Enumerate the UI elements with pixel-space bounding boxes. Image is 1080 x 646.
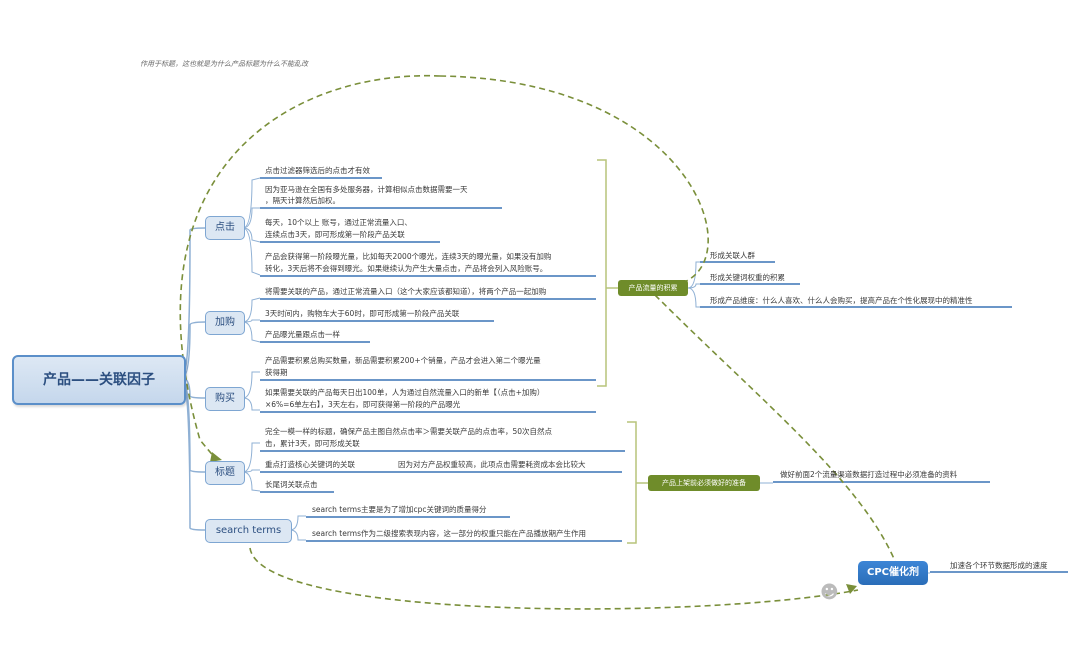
relation-accumulation-cpc <box>654 294 896 562</box>
accumulation-item: 形成产品维度：什么人喜欢、什么人会购买，提高产品在个性化展现中的精准性 <box>710 296 973 305</box>
click-item: 产品会获得第一阶段曝光量，比如每天2000个曝光，连续3天的曝光量，如果没有加购 <box>265 252 552 261</box>
click-item: 连续点击3天，即可形成第一阶段产品关联 <box>265 230 405 239</box>
accumulation-item: 形成关键词权重的积累 <box>710 273 785 282</box>
title-item: 因为对方产品权重较高，此项点击需要耗资成本会比较大 <box>398 460 586 469</box>
title-item: 长尾词关联点击 <box>265 480 318 489</box>
click-item: 点击过滤器筛选后的点击才有效 <box>265 166 370 175</box>
category-title[interactable]: 标题 <box>205 461 245 485</box>
node-traffic-accumulation[interactable]: 产品流量的积累 <box>618 280 688 296</box>
title-item: 完全一模一样的标题，确保产品主图自然点击率＞需要关联产品的点击率，50次自然点 <box>265 427 553 436</box>
click-item: ，隔天计算然后加权。 <box>265 196 340 205</box>
root-node[interactable]: 产品——关联因子 <box>12 355 186 405</box>
node-pre-launch-prep[interactable]: 产品上架前必须做好的准备 <box>648 475 760 491</box>
purchase-item: 获得期 <box>265 368 288 377</box>
category-cart[interactable]: 加购 <box>205 311 245 335</box>
purchase-item: 产品需要积累总购买数量，新品需要积累200+个销量，产品才会进入第二个曝光量 <box>265 356 541 365</box>
relation-search-cpc <box>249 547 859 610</box>
accumulation-item: 形成关联人群 <box>710 251 755 260</box>
search-item: search terms作为二级搜索表现内容，这一部分的权重只能在产品播放期产生… <box>312 529 587 538</box>
click-item: 因为亚马逊在全国有多处服务器，计算相似点击数据需要一天 <box>265 185 468 194</box>
click-item: 每天，10个以上 账号，通过正常流量入口、 <box>265 218 412 227</box>
purchase-item: 如果需要关联的产品每天日出100单，人为通过自然流量入口的新单【（点击+加购） <box>265 388 545 397</box>
search-item: search terms主要是为了增加cpc关键词的质量得分 <box>312 505 487 514</box>
category-click[interactable]: 点击 <box>205 216 245 240</box>
purchase-item: ×6%=6单左右】，3天左右，即可获得第一阶段的产品曝光 <box>265 400 461 409</box>
click-item: 转化，3天后将不会得到曝光。如果继续认为产生大量点击，产品将会列入风险账号。 <box>265 264 548 273</box>
top-note: 作用于标题，这也就是为什么产品标题为什么不能乱改 <box>140 60 308 68</box>
node-cpc-catalyst[interactable]: CPC催化剂 <box>858 561 928 585</box>
bracket-early <box>627 421 637 544</box>
pre-launch-item: 做好前面2个流量渠道数据打造过程中必须准备的资料 <box>780 470 958 479</box>
bracket-accumulation <box>597 159 607 387</box>
wechat-logo-icon: ☻ <box>820 582 839 603</box>
title-item: 重点打造核心关键词的关联 <box>265 460 355 469</box>
cart-item: 将需要关联的产品，通过正常流量入口（这个大家应该都知道），将两个产品一起加购 <box>265 287 547 296</box>
cart-item: 产品曝光量跟点击一样 <box>265 330 340 339</box>
cart-item: 3天时间内，购物车大于60时，即可形成第一阶段产品关联 <box>265 309 460 318</box>
cpc-item: 加速各个环节数据形成的速度 <box>950 561 1048 570</box>
category-purchase[interactable]: 购买 <box>205 387 245 411</box>
category-search-terms[interactable]: search terms <box>205 519 292 543</box>
connector-click <box>181 227 206 379</box>
relation-note-accumulation <box>439 75 709 287</box>
title-item: 击，累计3天，即可形成关联 <box>265 439 360 448</box>
